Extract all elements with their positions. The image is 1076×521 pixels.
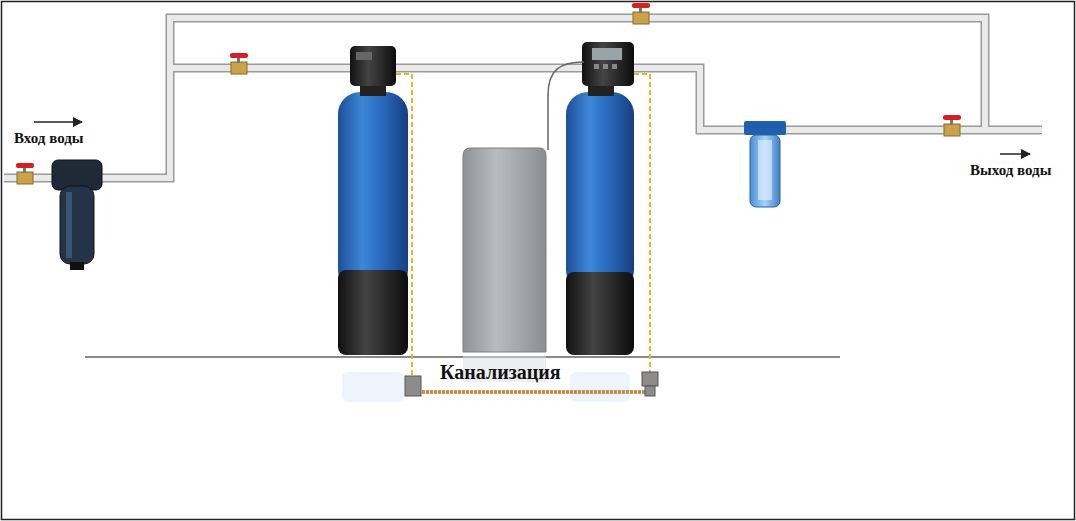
- softener-tank: [566, 42, 634, 402]
- brine-tank: [463, 148, 546, 382]
- sewer-pipe: [418, 390, 648, 394]
- ball-valve: [230, 53, 248, 74]
- drain-line: [396, 74, 412, 376]
- brine-line: [548, 62, 584, 150]
- label: Канализация: [440, 361, 561, 384]
- flow-arrow: [34, 121, 82, 123]
- floor-line: [85, 356, 840, 358]
- flow-arrow: [1000, 153, 1030, 155]
- ball-valve: [16, 163, 34, 184]
- cartridge-filter: [744, 121, 786, 207]
- ball-valve: [632, 3, 650, 24]
- filter-tank: [338, 46, 408, 402]
- ball-valve: [943, 115, 961, 136]
- label: Вход воды: [14, 130, 84, 147]
- disk-filter: [52, 160, 102, 270]
- label: Выход воды: [970, 162, 1051, 179]
- drain-line: [634, 74, 650, 372]
